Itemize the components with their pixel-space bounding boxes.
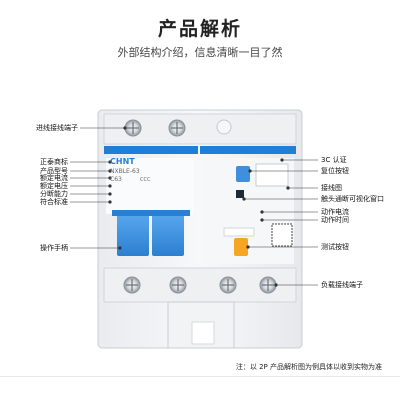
blue-top-strip xyxy=(104,146,198,154)
label-standard: 符合标准 xyxy=(40,198,68,206)
label-operating-handle: 操作手柄 xyxy=(40,244,68,252)
operating-handle-right xyxy=(152,212,184,256)
label-trip-time: 动作时间 xyxy=(321,216,349,224)
label-rated-voltage: 额定电压 xyxy=(40,182,68,190)
bottom-divider xyxy=(0,376,400,377)
contact-window xyxy=(236,190,244,198)
label-panel xyxy=(106,158,194,214)
model-text: NXBLE-63 xyxy=(110,168,140,175)
label-3c-cert: 3C 认证 xyxy=(321,156,347,164)
label-rated-current: 额定电流 xyxy=(40,174,68,182)
top-plug-3 xyxy=(216,119,232,135)
foot-label xyxy=(191,321,215,345)
reset-button xyxy=(236,166,250,182)
ccc-mark: CCC xyxy=(140,177,151,183)
footnote: 注：以 2P 产品解析图为例具体以收到实物为准 xyxy=(235,363,382,371)
label-load-terminal: 负载接线端子 xyxy=(321,281,363,289)
qr-code xyxy=(271,223,293,247)
label-trip-current: 动作电流 xyxy=(321,208,349,216)
page-title: 产品解析 xyxy=(157,18,242,40)
label-chint-logo: 正泰商标 xyxy=(40,158,68,166)
label-breaking-capacity: 分断能力 xyxy=(40,190,68,198)
wiring-diagram xyxy=(255,163,289,187)
blue-top-strip-right xyxy=(200,146,296,154)
label-test-button: 测试按钮 xyxy=(321,243,349,251)
label-model: 产品型号 xyxy=(40,167,68,175)
label-reset-button: 复位按钮 xyxy=(321,167,349,175)
label-contact-window: 触头通断可视化窗口 xyxy=(321,195,384,203)
label-wiring-diagram: 接线图 xyxy=(321,184,342,192)
chnt-logo: CHNT xyxy=(110,157,135,166)
test-button xyxy=(234,238,248,256)
rating-text: C63 xyxy=(110,176,122,183)
operating-handle-left xyxy=(117,212,149,256)
page-subtitle: 外部结构介绍，信息清晰一目了然 xyxy=(117,46,283,59)
label-incoming-terminal: 进线接线端子 xyxy=(36,124,78,132)
